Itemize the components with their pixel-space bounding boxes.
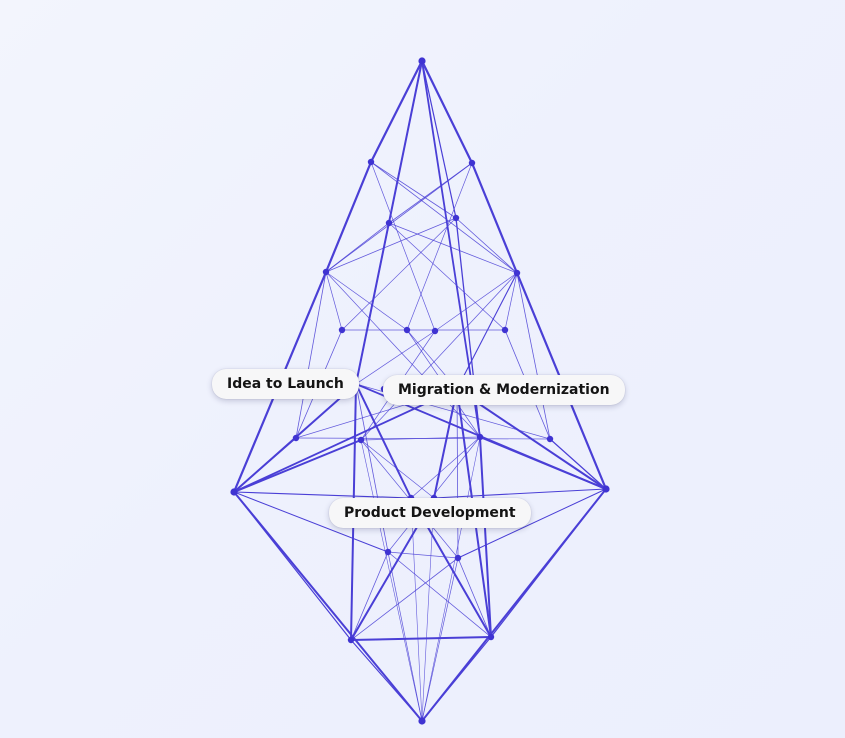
idea-to-launch-tag[interactable]: Idea to Launch (212, 369, 359, 399)
wire-line (325, 222, 390, 273)
wire-line (295, 271, 327, 439)
product-development-tag[interactable]: Product Development (329, 498, 531, 528)
wire-line (350, 551, 389, 641)
wire-line (516, 272, 551, 440)
wire-line (233, 491, 412, 499)
wire-node (487, 633, 495, 641)
wire-node (602, 485, 610, 493)
wire-node (546, 435, 554, 443)
wire-line (233, 388, 458, 493)
wire-line (410, 497, 423, 722)
wire-node (513, 269, 521, 277)
wire-line (325, 271, 408, 331)
wire-line (456, 272, 518, 390)
wire-line (406, 162, 473, 331)
wire-line (433, 388, 458, 499)
wire-line (420, 59, 474, 165)
wire-node (454, 554, 462, 562)
wire-line (233, 491, 352, 641)
wire-line (325, 217, 457, 273)
wire-line (325, 271, 481, 438)
wire-line (387, 551, 459, 559)
wire-line (233, 491, 423, 722)
wire-node (403, 326, 411, 334)
wire-line (370, 161, 457, 219)
migration-modernization-tag[interactable]: Migration & Modernization (383, 375, 625, 405)
wire-line (233, 439, 362, 493)
wire-line (456, 388, 459, 559)
wire-line (388, 222, 518, 274)
wire-line (360, 272, 518, 441)
wire-node (476, 433, 484, 441)
wire-line (470, 161, 519, 275)
wire-line (421, 60, 457, 219)
wire-line (355, 330, 436, 385)
wire-line (350, 636, 492, 641)
wire-node (468, 159, 476, 167)
wire-line (421, 60, 481, 438)
wire-line (410, 436, 481, 499)
wire-line (350, 639, 423, 722)
wire-node (357, 436, 365, 444)
wire-line (479, 436, 492, 638)
wire-line (388, 60, 423, 224)
wire-node (385, 219, 393, 227)
wire-line (355, 222, 390, 385)
wire-line (504, 272, 518, 331)
wire-node (338, 326, 346, 334)
wire-line (355, 383, 412, 499)
wire-line (370, 161, 436, 332)
wire-line (421, 497, 435, 722)
wire-line (434, 272, 518, 332)
wire-node (292, 434, 300, 442)
wire-line (421, 436, 481, 722)
wire-line (421, 557, 459, 722)
wire-line (350, 557, 459, 641)
wire-line (455, 217, 518, 274)
wire-line (369, 59, 424, 164)
wire-line (388, 222, 506, 331)
wire-line (324, 160, 373, 274)
wire-node (384, 548, 392, 556)
wire-node (431, 327, 439, 335)
wire-line (233, 437, 297, 493)
wire-line (387, 436, 481, 553)
wire-line (457, 557, 492, 638)
wire-line (233, 491, 389, 553)
wire-node (452, 214, 460, 222)
wire-line (457, 488, 607, 559)
wire-line (360, 436, 481, 441)
wire-line (325, 162, 473, 273)
wire-line (387, 551, 423, 722)
wire-node (230, 488, 238, 496)
wire-line (370, 161, 518, 274)
wire-line (421, 636, 492, 722)
wire-node (367, 158, 375, 166)
wire-line (490, 488, 607, 638)
wire-line (387, 551, 492, 638)
wire-line (549, 438, 607, 490)
wire-node (322, 268, 330, 276)
wire-node (418, 717, 426, 725)
wire-line (433, 488, 607, 499)
wire-line (341, 217, 457, 331)
wire-node (418, 57, 426, 65)
wire-line (360, 439, 423, 722)
wire-line (325, 271, 343, 331)
wire-node (347, 636, 355, 644)
wire-node (501, 326, 509, 334)
